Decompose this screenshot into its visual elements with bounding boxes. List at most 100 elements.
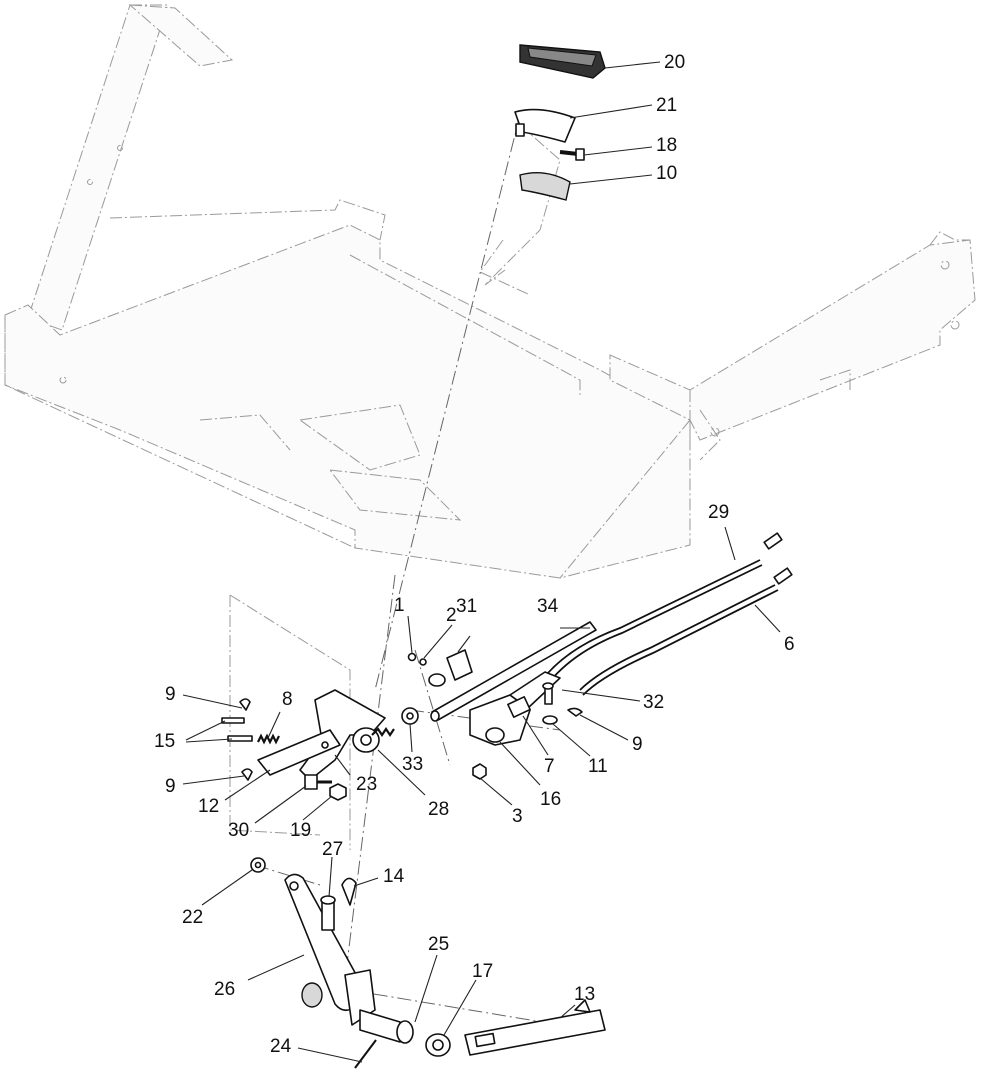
callout-1: 1: [394, 595, 405, 616]
leader-20: [604, 61, 661, 69]
nut: [472, 763, 487, 780]
leader-10: [569, 174, 653, 185]
pin-b: [227, 735, 253, 742]
cotter-pin-a: [239, 698, 251, 711]
cotters-9: [239, 698, 253, 781]
callout-6: 6: [784, 634, 795, 655]
leader-1: [407, 615, 413, 654]
pin-27: [320, 895, 336, 931]
pedal-arm-phantom: [484, 124, 561, 286]
frame-rear-bracket: [109, 199, 386, 241]
washer: [542, 715, 558, 725]
callout-labels: 20 21 18 10 29 6 34 31 1 2 32 9 11 7 16 …: [154, 52, 795, 1057]
leader-21: [569, 104, 653, 119]
callout-9b: 9: [165, 776, 176, 797]
leader-25: [414, 954, 438, 1023]
washer-2: [419, 658, 427, 666]
callout-3: 3: [512, 806, 523, 827]
leader-28: [377, 749, 426, 796]
cable-29-line-b: [539, 564, 763, 696]
callout-7: 7: [544, 756, 555, 777]
shaft-25: [359, 1009, 414, 1044]
cable-29-line: [534, 559, 761, 691]
cotter-pin-b: [241, 768, 253, 781]
callout-11: 11: [588, 756, 608, 777]
callout-13: 13: [574, 984, 595, 1005]
rod-34: [430, 621, 597, 722]
pedal-cover-21: [514, 108, 576, 143]
pedal-cover: [514, 108, 576, 143]
callout-26: 26: [214, 979, 235, 1000]
callout-24: 24: [270, 1036, 292, 1057]
nut-22-hole: [254, 861, 262, 869]
leader-30: [254, 785, 307, 824]
pedal-arm-phantom-2: [479, 239, 531, 296]
clip-14: [341, 877, 357, 906]
hub-28: [352, 727, 395, 753]
arm-clevis: [344, 969, 376, 1026]
arm-13-slot: [474, 1032, 496, 1048]
callout-10: 10: [656, 163, 677, 184]
pin-a: [221, 717, 245, 724]
pedal-rubber: [519, 172, 571, 201]
washer-11: [542, 715, 558, 725]
pedal-pad-grip: [527, 47, 597, 67]
bolt-30: [304, 774, 332, 790]
nut-22: [250, 857, 266, 873]
spring-8: [257, 733, 280, 745]
leader-9c: [579, 714, 629, 741]
centerline-pedal: [374, 114, 521, 691]
clevis-pin: [507, 696, 531, 718]
callout-19: 19: [290, 820, 311, 841]
callout-12: 12: [198, 796, 219, 817]
pedal-cover-tab: [515, 123, 525, 137]
leader-lines: [182, 61, 781, 1063]
callout-34: 34: [537, 596, 559, 617]
frame-skirt: [559, 419, 691, 579]
leader-32: [561, 689, 641, 702]
bracket-eye: [485, 727, 505, 743]
spring-coil: [257, 733, 280, 745]
leader-27: [328, 856, 333, 898]
leader-15b: [185, 738, 233, 743]
block-body: [446, 649, 473, 681]
callout-2: 2: [446, 605, 457, 626]
leader-11: [552, 723, 591, 757]
cable-6-line: [579, 584, 776, 691]
callout-32: 32: [643, 692, 664, 713]
pedal-pad-20: [519, 44, 606, 79]
bracket-phantom: [229, 594, 351, 850]
pin-24: [354, 1039, 377, 1069]
bolt-head: [304, 774, 318, 790]
callout-33: 33: [402, 754, 423, 775]
frame-rail-inner: [349, 254, 581, 395]
leader-19: [302, 795, 333, 821]
washer-inner: [432, 1039, 444, 1051]
arm-13-tab: [574, 999, 591, 1013]
callout-29: 29: [708, 502, 729, 523]
clevis-7: [507, 696, 531, 718]
centerline-nut22: [254, 864, 321, 886]
arm-26: [284, 873, 376, 1026]
frame-rail-lug: [699, 409, 721, 461]
leader-29: [724, 526, 736, 561]
leader-24: [297, 1047, 363, 1063]
leader-23: [334, 754, 351, 776]
cable-29-end: [763, 532, 783, 550]
frame-hole: [940, 260, 950, 270]
pin-27-head: [320, 895, 336, 905]
callout-9c: 9: [632, 734, 643, 755]
frame-opening: [299, 404, 421, 471]
block-nut: [428, 673, 446, 687]
shaft: [359, 1009, 401, 1043]
leader-14: [353, 877, 379, 887]
frame-deck: [4, 224, 691, 579]
leader-16: [499, 741, 541, 786]
pin-32: [542, 682, 554, 705]
arm-boss: [301, 982, 323, 1008]
callout-27: 27: [322, 839, 343, 860]
frame-side-rail: [609, 239, 976, 441]
callout-17: 17: [472, 961, 493, 982]
